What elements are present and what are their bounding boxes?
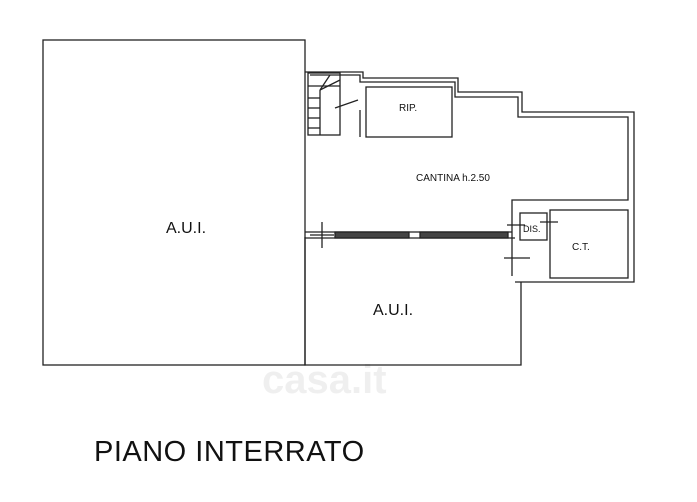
dis-room-outline <box>519 212 548 241</box>
cantina-outer-wall <box>305 71 635 283</box>
aui-left-label: A.U.I. <box>166 220 206 237</box>
aui-right-label: A.U.I. <box>373 302 413 319</box>
partition-wall <box>305 222 515 248</box>
plan-title: PIANO INTERRATO <box>94 436 365 468</box>
cantina-inner-wall <box>310 74 629 276</box>
watermark: casa.it <box>262 358 387 402</box>
aui-left-outline <box>42 39 306 366</box>
rip-label: RIP. <box>399 103 417 114</box>
aui-right-outline <box>304 237 522 366</box>
ct-room-outline <box>549 209 629 279</box>
rip-room-outline <box>365 86 453 138</box>
ct-label: C.T. <box>572 242 590 253</box>
cantina-label: CANTINA h.2.50 <box>416 173 490 184</box>
dis-label: DIS. <box>523 224 541 234</box>
stairs <box>307 72 359 136</box>
